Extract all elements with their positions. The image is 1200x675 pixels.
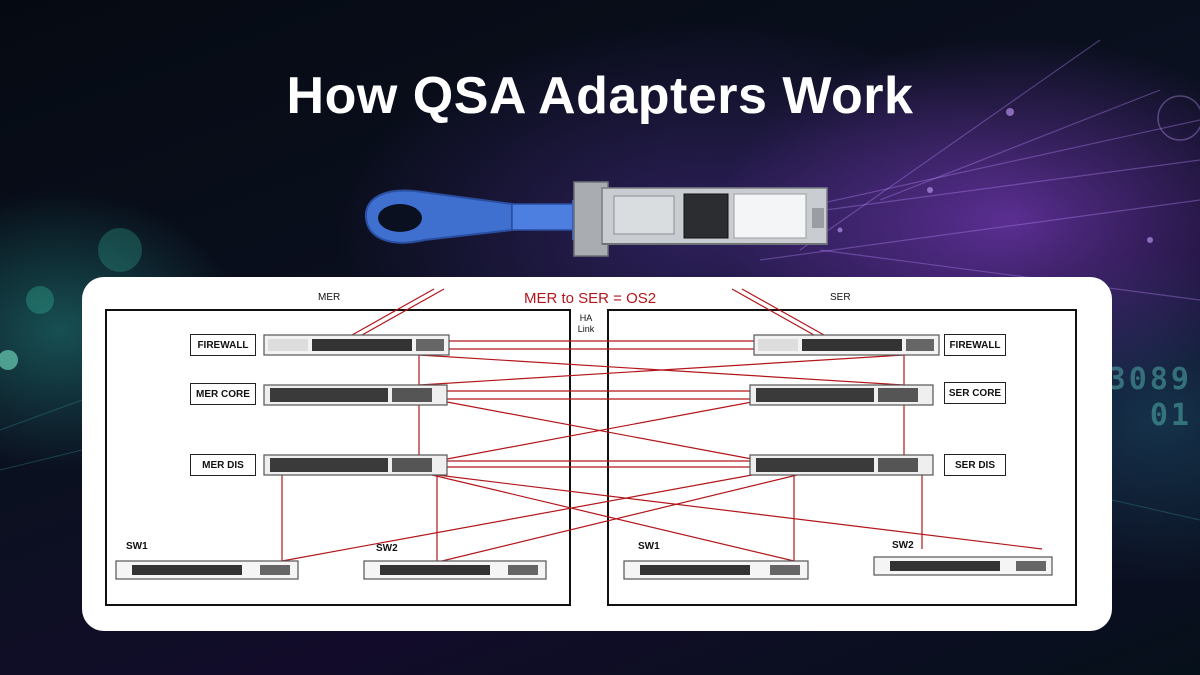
ser-sw1-label: SW1 [638,541,660,552]
ser-sw2-switch [873,556,1053,576]
ser-sw1-switch [623,560,809,580]
mer-sw2-label: SW2 [376,543,398,554]
mer-core-label: MER CORE [190,383,256,405]
mer-sw1-label: SW1 [126,541,148,552]
mer-sw1-switch [115,560,299,580]
ser-dis-switch [749,454,934,476]
ser-core-label: SER CORE [944,382,1006,404]
mer-firewall-appliance [263,334,450,356]
ser-sw2-label: SW2 [892,540,914,551]
mer-site-box [105,309,571,606]
mer-site-label: MER [318,292,341,303]
network-diagram-panel: MER SER MER to SER = OS2 HA Link FIREWAL… [82,277,1112,631]
fiber-links [281,288,1043,562]
mer-core-switch [263,384,448,406]
ser-dis-label: SER DIS [944,454,1006,476]
ser-site-label: SER [830,292,851,303]
mer-dis-label: MER DIS [190,454,256,476]
page-title: How QSA Adapters Work [286,67,914,125]
qsa-adapter-icon [364,181,828,257]
ha-link-label: HA Link [577,313,595,334]
mer-firewall-label: FIREWALL [190,334,256,356]
mer-sw2-switch [363,560,547,580]
ser-core-switch [749,384,934,406]
ser-firewall-label: FIREWALL [944,334,1006,356]
link-headline: MER to SER = OS2 [524,290,657,307]
mer-dis-switch [263,454,448,476]
ser-site-box [607,309,1077,606]
ser-firewall-appliance [753,334,940,356]
network-topology-diagram [105,288,1077,606]
